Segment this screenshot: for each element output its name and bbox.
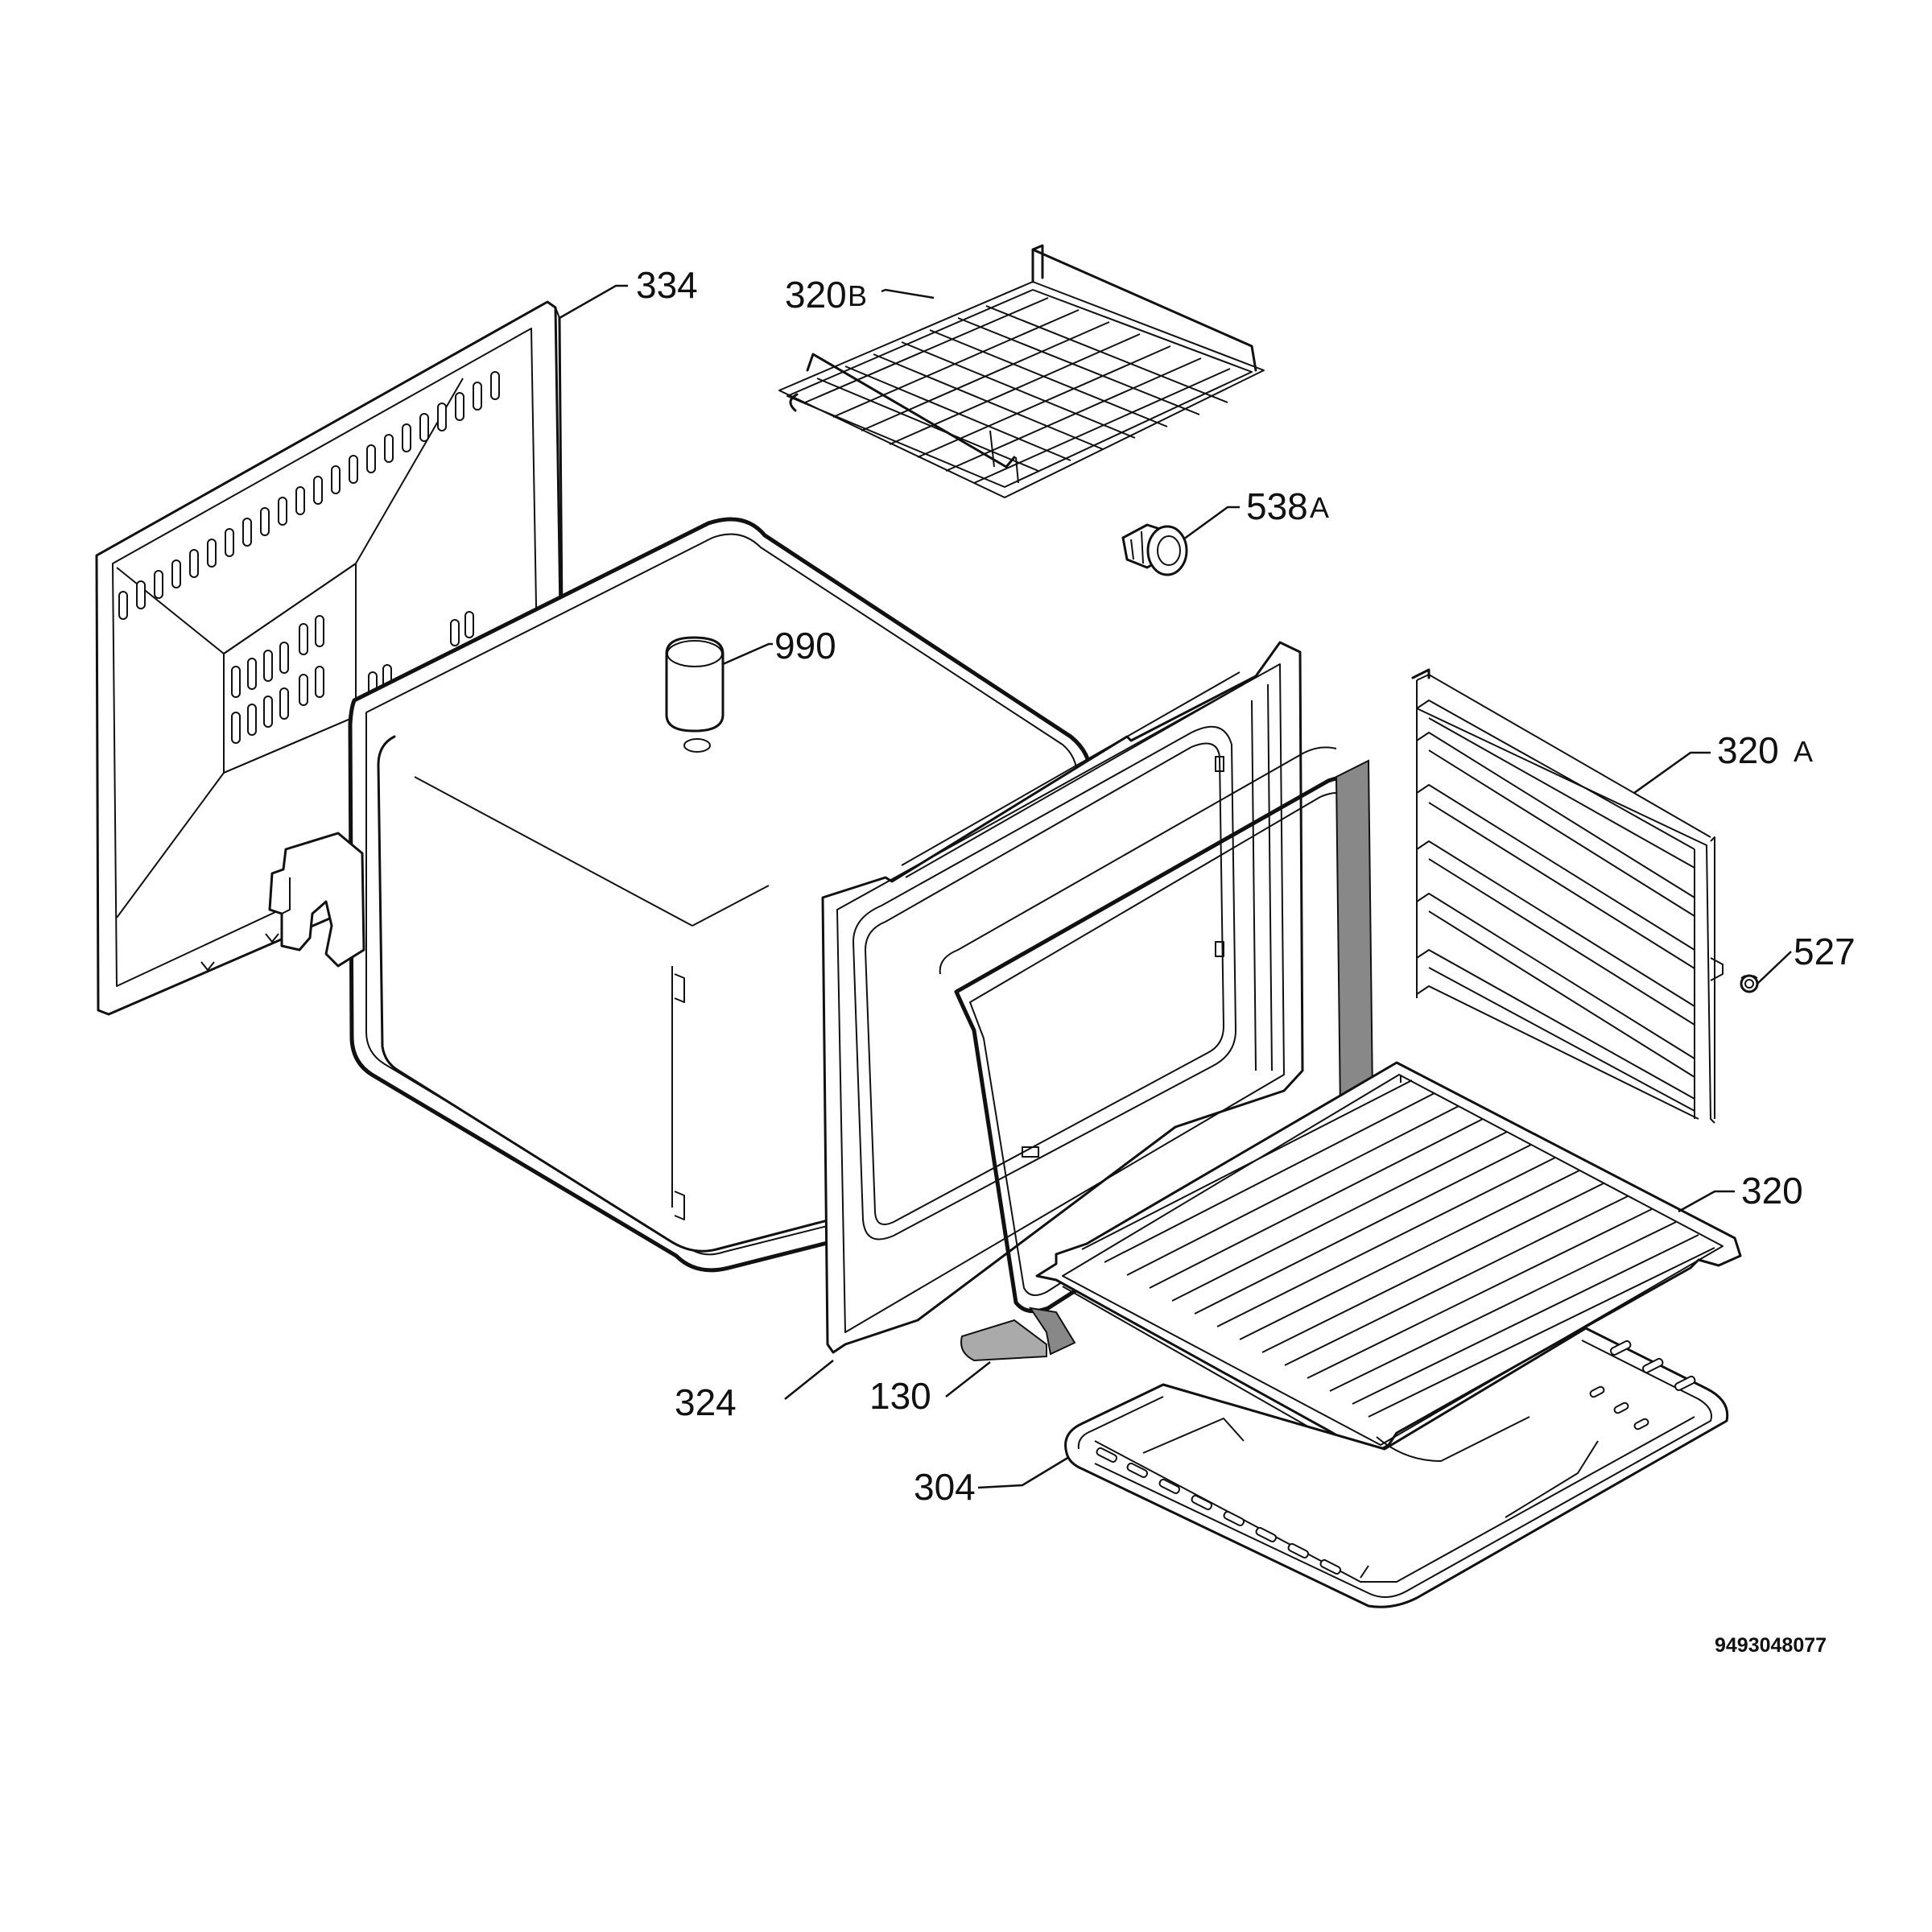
label-320a[interactable]: 320 bbox=[1717, 729, 1779, 771]
part-538a-lamp[interactable] bbox=[1121, 523, 1188, 576]
label-527[interactable]: 527 bbox=[1794, 931, 1856, 972]
leader-lines bbox=[559, 284, 1792, 1489]
label-538a-suffix: A bbox=[1310, 491, 1329, 524]
label-324[interactable]: 324 bbox=[675, 1381, 737, 1423]
label-334[interactable]: 334 bbox=[636, 264, 698, 306]
label-538a[interactable]: 538 bbox=[1246, 485, 1308, 527]
label-320a-suffix: A bbox=[1794, 735, 1813, 768]
part-324-front-frame[interactable] bbox=[821, 641, 1304, 1354]
label-130[interactable]: 130 bbox=[869, 1375, 931, 1417]
part-320-oven-shelf[interactable] bbox=[1035, 1061, 1742, 1462]
label-304[interactable]: 304 bbox=[914, 1466, 976, 1508]
part-320a-side-runner[interactable] bbox=[1411, 668, 1724, 1124]
drawing-code: 9493048077 bbox=[1715, 1634, 1827, 1657]
part-130-door-seal[interactable] bbox=[939, 746, 1374, 1362]
part-304-baking-tray[interactable] bbox=[1064, 1327, 1729, 1608]
label-990[interactable]: 990 bbox=[774, 625, 836, 667]
part-320b-top-rack[interactable] bbox=[778, 244, 1265, 498]
part-labels: 334 320 B 538 A 990 320 A 527 320 324 13… bbox=[636, 264, 1856, 1657]
label-320[interactable]: 320 bbox=[1741, 1170, 1803, 1212]
label-320b[interactable]: 320 bbox=[785, 274, 847, 316]
part-527-nut[interactable] bbox=[1740, 974, 1759, 993]
label-320b-suffix: B bbox=[848, 279, 867, 312]
